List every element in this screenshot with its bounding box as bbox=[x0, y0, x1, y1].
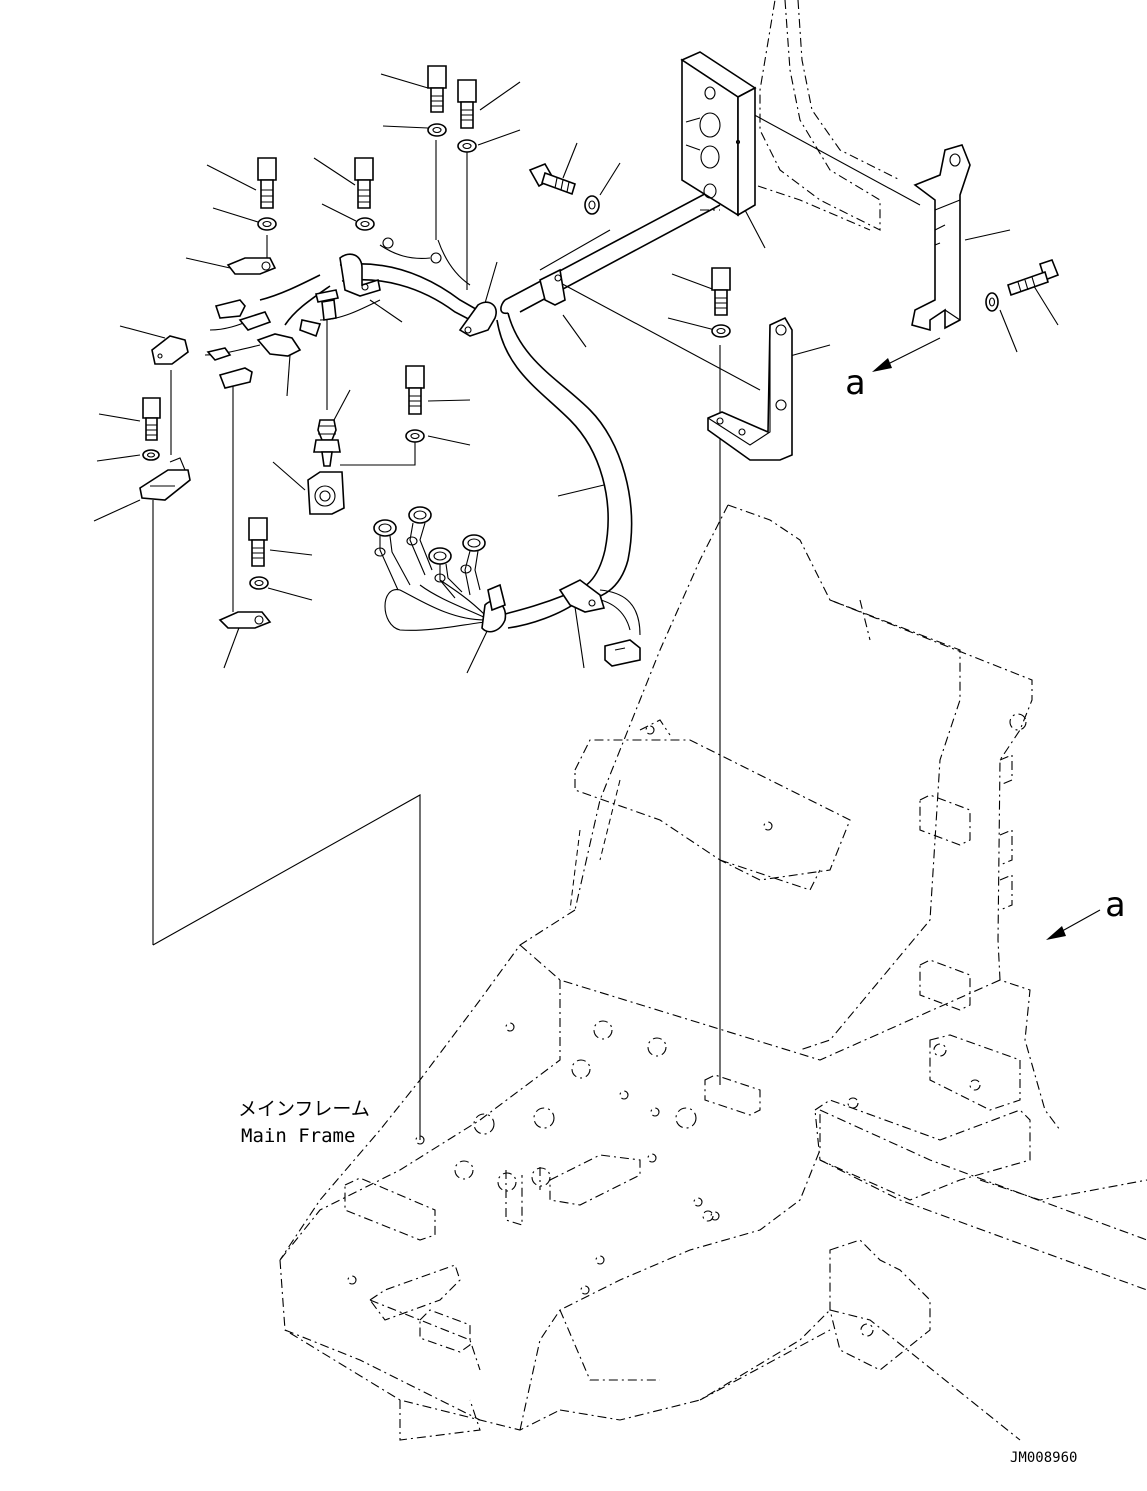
drawing-number: JM008960 bbox=[1010, 1450, 1077, 1466]
arrow-icon bbox=[872, 337, 1101, 940]
main-frame-label-jp: メインフレーム bbox=[238, 1098, 370, 1120]
wire-harness bbox=[204, 187, 721, 636]
main-frame-label-en: Main Frame bbox=[241, 1125, 355, 1147]
main-frame-outline bbox=[279, 504, 1147, 1441]
upper-frame-outline bbox=[700, 0, 901, 231]
washer-icon bbox=[142, 123, 999, 590]
ring-terminal-icon bbox=[373, 506, 486, 599]
grommet-block-icon bbox=[680, 51, 757, 217]
bolt-icon bbox=[142, 65, 1060, 567]
connector-icon bbox=[139, 289, 641, 667]
callout-leaders bbox=[93, 73, 1059, 674]
bracket-icon bbox=[707, 144, 971, 461]
view-a-label-top: a bbox=[845, 363, 865, 403]
view-a-label-right: a bbox=[1105, 885, 1125, 925]
assembly-lines bbox=[152, 104, 921, 1140]
clamp-icon bbox=[218, 253, 606, 633]
sensor-icon bbox=[307, 419, 345, 515]
